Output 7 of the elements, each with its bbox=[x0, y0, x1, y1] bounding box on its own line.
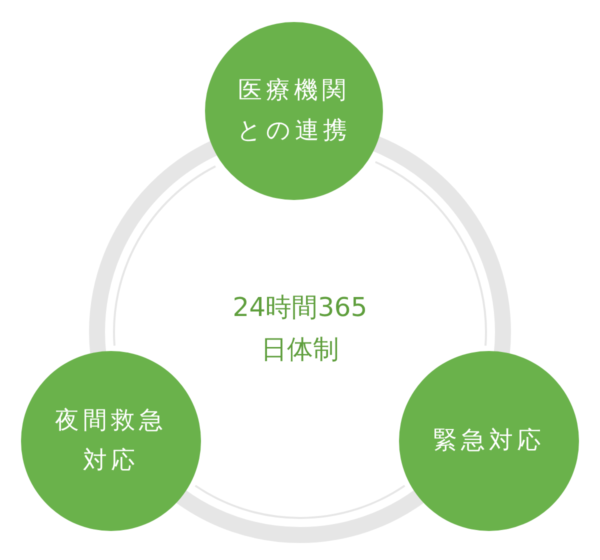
ring-arc bbox=[89, 140, 218, 356]
ring-arc bbox=[372, 136, 511, 356]
ring-arc bbox=[175, 484, 425, 543]
node-label: 緊急対応 bbox=[432, 425, 546, 456]
node-label: 夜間救急対応 bbox=[54, 405, 168, 476]
center-label: 24時間365日体制 bbox=[210, 288, 390, 372]
node-label: 医療機関との連携 bbox=[236, 75, 352, 146]
